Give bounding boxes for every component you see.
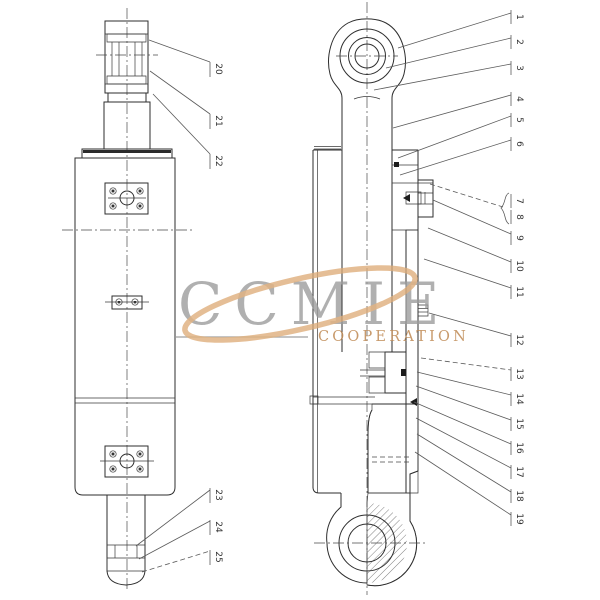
cap-outline xyxy=(368,404,418,493)
bearing-race xyxy=(107,558,145,571)
callout-7: 7 xyxy=(514,198,524,204)
leaders-left xyxy=(136,40,210,572)
bearing-race-top xyxy=(107,34,146,42)
leaders-right xyxy=(374,13,511,515)
rod-eye-bottom xyxy=(313,487,428,586)
cap-top-hatch xyxy=(105,21,148,34)
right-view xyxy=(310,2,433,595)
port-block-outline xyxy=(418,180,433,217)
plate-outline xyxy=(105,183,148,214)
port-arrow xyxy=(403,194,410,202)
watermark: CCMIE COOPERATION xyxy=(176,253,469,355)
fitting-outline xyxy=(112,296,142,309)
tube-bottom-edge xyxy=(313,487,341,493)
callout-8: 8 xyxy=(514,214,524,220)
bolt-holes xyxy=(110,188,143,209)
cap-bottom-arc xyxy=(107,571,145,585)
head-gland-section xyxy=(392,150,433,230)
eye-bearing-ring xyxy=(349,38,386,75)
watermark-swoosh xyxy=(179,253,420,355)
callout-17: 17 xyxy=(514,466,524,477)
top-bushing-cap xyxy=(96,21,158,93)
eye-throat-arc xyxy=(354,97,380,100)
eye-outer-right xyxy=(367,493,417,586)
callout-11: 11 xyxy=(514,286,524,297)
callout-22: 22 xyxy=(213,155,223,166)
callout-9: 9 xyxy=(514,235,524,241)
weld-arrow xyxy=(410,398,417,406)
callout-2: 2 xyxy=(514,39,524,45)
left-view xyxy=(62,8,192,592)
port-block xyxy=(403,180,433,217)
callout-14: 14 xyxy=(514,393,524,405)
brace-7-8 xyxy=(501,193,509,224)
bearing-race-bottom xyxy=(107,76,146,84)
lower-port-boss xyxy=(418,305,428,316)
cap-bottom-hatch xyxy=(105,84,148,93)
callout-24: 24 xyxy=(213,521,223,533)
callout-3: 3 xyxy=(514,65,524,71)
cap-outline xyxy=(105,21,148,93)
callout-4: 4 xyxy=(514,96,524,102)
bolt-holes xyxy=(110,451,143,472)
rod-eye-top xyxy=(329,19,406,108)
callout-18: 18 xyxy=(514,490,524,502)
callout-15: 15 xyxy=(514,418,524,429)
callout-13: 13 xyxy=(514,368,524,379)
callout-5: 5 xyxy=(514,117,524,123)
piston-section xyxy=(360,352,406,393)
piston-seal xyxy=(401,369,406,376)
watermark-subtitle: COOPERATION xyxy=(318,329,469,345)
rod-shoulder-lower xyxy=(369,377,385,393)
plate-outline xyxy=(105,446,148,477)
eye-profile xyxy=(329,19,406,108)
rod-shoulder-upper xyxy=(369,352,385,368)
mounting-plate-bottom xyxy=(100,446,154,477)
labels-left: 20 21 22 23 24 25 xyxy=(213,63,223,562)
bottom-cap-section xyxy=(368,398,418,493)
callout-23: 23 xyxy=(213,489,223,500)
callout-10: 10 xyxy=(514,260,524,272)
eye-outer-left xyxy=(327,493,367,583)
bottom-bushing-cap xyxy=(107,495,145,585)
callout-6: 6 xyxy=(514,141,524,147)
callout-20: 20 xyxy=(213,63,223,75)
callout-12: 12 xyxy=(514,334,524,345)
mounting-plate-top xyxy=(105,183,148,214)
callout-25: 25 xyxy=(213,551,223,562)
callout-21: 21 xyxy=(213,115,223,126)
callout-1: 1 xyxy=(514,14,524,20)
gland-seal xyxy=(394,162,399,167)
callout-19: 19 xyxy=(514,513,524,525)
labels-right: 1 2 3 4 5 6 7 8 9 10 11 12 13 14 15 16 1… xyxy=(514,14,524,525)
cylinder-barrel xyxy=(75,158,175,495)
callouts: 1 2 3 4 5 6 7 8 9 10 11 12 13 14 15 16 1… xyxy=(136,10,524,572)
callout-16: 16 xyxy=(514,442,524,454)
mid-fitting xyxy=(105,296,149,309)
flange-band xyxy=(83,150,171,153)
